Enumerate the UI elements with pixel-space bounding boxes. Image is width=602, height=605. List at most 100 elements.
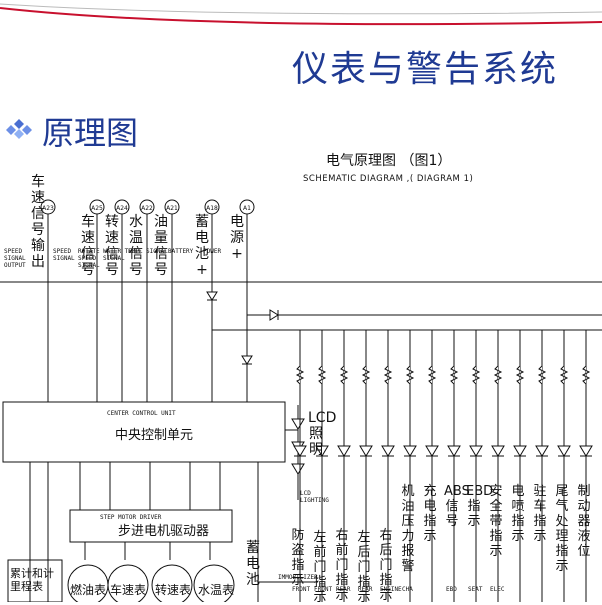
ccu-label: 中央控制单元: [115, 428, 194, 443]
indicator-en-label: FRONT: [314, 586, 333, 593]
indicator-led-icon: [293, 445, 307, 457]
connector-pin-a23: [40, 199, 56, 215]
signal-label: 油量信号: [154, 214, 168, 278]
resistor-icon: [471, 365, 481, 385]
resistor-icon: [405, 365, 415, 385]
led-icon: [291, 418, 305, 430]
indicator-led-icon: [403, 445, 417, 457]
signal-en-label: POWER: [203, 248, 222, 255]
connector-pin-label: A22: [141, 205, 153, 212]
signal-label: 车速信号输出: [31, 174, 45, 270]
resistor-icon: [361, 365, 371, 385]
slide-title: 仪表与警告系统: [292, 49, 559, 90]
signal-en-label: SPEED SIGNAL: [53, 248, 75, 262]
connector-pin-a24: [114, 199, 130, 215]
header-decoration: [0, 3, 602, 26]
indicator-label: 左后门指示: [357, 530, 371, 605]
indicator-led-icon: [315, 445, 329, 457]
indicator-label: 电喷指示: [511, 484, 525, 544]
stepper-label: 步进电机驱动器: [118, 524, 210, 539]
connector-pin-a25: [89, 199, 105, 215]
indicator-led-icon: [491, 445, 505, 457]
resistor-icon: [295, 365, 305, 385]
indicator-en-label: REAR: [358, 586, 373, 593]
diagram-subtitle: SCHEMATIC DIAGRAM ,( DIAGRAM 1): [303, 174, 474, 184]
diamond-bullet-icon: [6, 119, 32, 139]
signal-label: 水温信号: [129, 214, 143, 278]
indicator-led-icon: [513, 445, 527, 457]
resistor-icon: [449, 365, 459, 385]
signal-en-label: BATTERY: [168, 248, 194, 255]
lcd-label: LCD照明: [308, 410, 337, 458]
diagram-title: 电气原理图 （图1）: [326, 153, 452, 169]
connector-pin-label: A24: [116, 205, 128, 212]
indicator-en-label: REAR: [336, 586, 351, 593]
lcd-en-label: LCD LIGHTING: [300, 490, 329, 504]
resistor-icon: [383, 365, 393, 385]
indicator-label: 右前门指示: [335, 528, 349, 603]
stepper-en-label: STEP MOTOR DRIVER: [100, 514, 162, 521]
connector-pin-label: A1: [243, 205, 251, 212]
indicator-en-label: EBD: [446, 586, 457, 593]
indicator-label: 右后门指示: [379, 528, 393, 603]
indicator-en-label: CHA: [402, 586, 413, 593]
signal-label: 车速信号: [81, 214, 95, 278]
indicator-label: 尾气处理指示: [555, 484, 569, 574]
signal-en-label: ROTATE SPEED SIGNAL: [78, 248, 100, 269]
connector-pin-a1: [239, 199, 255, 215]
gauge-label: 转速表: [155, 583, 192, 597]
signal-label: 转速信号: [105, 214, 119, 278]
connector-pin-a22: [139, 199, 155, 215]
ccu-en-label: CENTER CONTROL UNIT: [107, 410, 176, 417]
gauge-label: 水温表: [198, 583, 235, 597]
indicator-led-icon: [557, 445, 571, 457]
resistor-icon: [493, 365, 503, 385]
resistor-icon: [427, 365, 437, 385]
indicator-label: 机油压力报警: [401, 484, 415, 574]
indicator-led-icon: [579, 445, 593, 457]
gauge-label: 车速表: [110, 583, 147, 597]
connector-pin-label: A23: [42, 205, 54, 212]
resistor-icon: [537, 365, 547, 385]
resistor-icon: [559, 365, 569, 385]
indicator-led-icon: [337, 445, 351, 457]
section-title: 原理图: [42, 114, 139, 152]
indicator-led-icon: [359, 445, 373, 457]
indicator-led-icon: [425, 445, 439, 457]
battery-label: 蓄电池: [246, 540, 260, 588]
resistor-icon: [515, 365, 525, 385]
indicator-en-label: FRONT: [292, 586, 311, 593]
indicator-en-label: ENGINE: [380, 586, 402, 593]
signal-label: 电源+: [230, 214, 244, 262]
led-icon: [291, 463, 305, 475]
indicator-label: 防盗指示: [291, 528, 305, 588]
indicator-label: EBD指示: [466, 484, 494, 529]
signal-en-label: SPEED SIGNAL OUTPUT: [4, 248, 26, 269]
indicator-led-icon: [447, 445, 461, 457]
connector-pin-label: A25: [91, 205, 103, 212]
connector-pin-a18: [204, 199, 220, 215]
indicator-led-icon: [535, 445, 549, 457]
indicator-label: 充电指示: [423, 484, 437, 544]
indicator-led-icon: [381, 445, 395, 457]
resistor-icon: [317, 365, 327, 385]
odometer-label: 累计和计里程表: [10, 567, 54, 593]
resistor-icon: [339, 365, 349, 385]
indicator-en-label: SEAT: [468, 586, 483, 593]
signal-en-label: FUEL SIGNAL: [128, 248, 168, 255]
indicator-label: ABS信号: [444, 484, 470, 529]
indicator-en-label: ELEC: [490, 586, 505, 593]
gauge-label: 燃油表: [70, 583, 107, 597]
signal-en-label: WATER TEMP SIGNAL: [103, 248, 140, 262]
connector-pin-label: A18: [206, 205, 218, 212]
signal-label: 蓄电池+: [195, 214, 209, 278]
indicator-label: 驻车指示: [533, 484, 547, 544]
indicator-label: 安全带指示: [489, 484, 503, 559]
indicator-led-icon: [469, 445, 483, 457]
resistor-icon: [581, 365, 591, 385]
immobilizer-label: IMMOBILIZER: [278, 574, 318, 581]
indicator-label: 制动器液位: [577, 484, 591, 559]
indicator-label: 左前门指示: [313, 530, 327, 605]
connector-pin-label: A21: [166, 205, 178, 212]
